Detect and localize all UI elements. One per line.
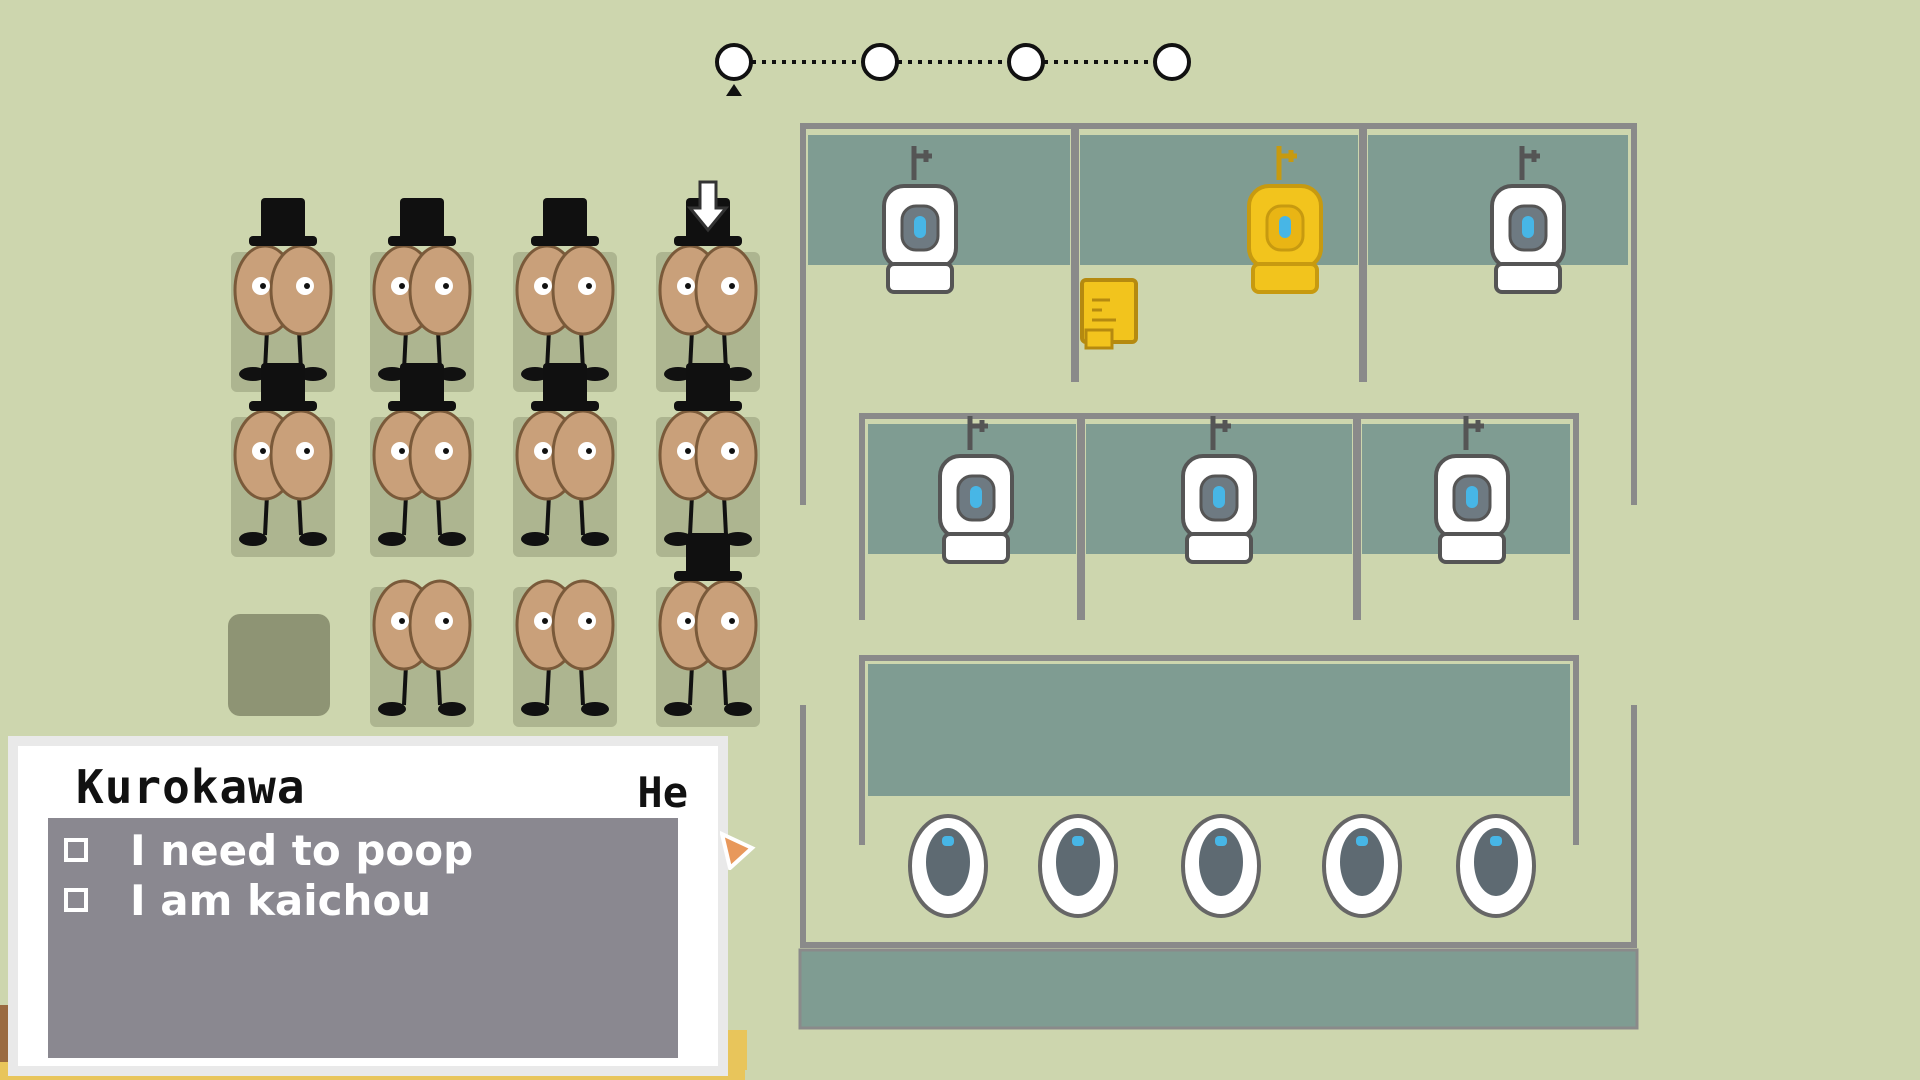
waiting-character[interactable] — [370, 363, 474, 557]
toilet-paper-icon — [1080, 278, 1138, 350]
top-hat-icon — [674, 363, 742, 411]
urinal[interactable] — [938, 416, 1014, 564]
card-tab-icon — [720, 830, 756, 870]
waiting-character[interactable] — [231, 363, 335, 557]
waiting-character[interactable] — [513, 579, 617, 727]
squat-toilet-icon[interactable] — [1038, 814, 1118, 918]
trait-label: I am kaichou — [130, 875, 432, 925]
squat-toilet-icon[interactable] — [1456, 814, 1536, 918]
top-hat-icon — [531, 198, 599, 246]
character-pronoun: He — [637, 768, 688, 817]
bottom-floor-strip — [798, 948, 1639, 1030]
empty-queue-slot[interactable] — [228, 614, 330, 716]
squat-toilet-row — [908, 814, 1536, 918]
progress-node-icon — [861, 43, 899, 81]
level-progress-track — [715, 43, 1191, 96]
urinal[interactable] — [1434, 416, 1510, 564]
squat-toilet-icon[interactable] — [1322, 814, 1402, 918]
top-hat-icon — [531, 363, 599, 411]
checkbox-icon[interactable] — [64, 888, 88, 912]
pointer-arrow-icon — [686, 180, 730, 233]
progress-node-icon — [715, 43, 753, 81]
top-hat-icon — [388, 363, 456, 411]
top-hat-icon — [249, 198, 317, 246]
checkbox-icon[interactable] — [64, 838, 88, 862]
character-card: Kurokawa He I need to poop I am kaichou — [8, 736, 728, 1076]
current-stage-marker-icon — [726, 84, 742, 96]
waiting-character[interactable] — [370, 198, 474, 392]
urinal[interactable] — [1490, 146, 1566, 294]
trait-label: I need to poop — [130, 825, 474, 875]
waiting-queue — [231, 180, 760, 727]
top-hat-icon — [674, 533, 742, 581]
waiting-character[interactable] — [231, 198, 335, 392]
waiting-character[interactable] — [656, 533, 760, 727]
progress-node-icon — [1007, 43, 1045, 81]
top-hat-icon — [388, 198, 456, 246]
waiting-character[interactable] — [370, 579, 474, 727]
waiting-character[interactable] — [656, 363, 760, 557]
restroom-frame — [800, 123, 1637, 948]
trait-item[interactable]: I am kaichou — [64, 875, 432, 925]
urinal[interactable] — [1181, 416, 1257, 564]
waiting-character[interactable] — [513, 363, 617, 557]
squat-toilet-icon[interactable] — [1181, 814, 1261, 918]
top-hat-icon — [249, 363, 317, 411]
progress-node-icon — [1153, 43, 1191, 81]
urinal[interactable] — [882, 146, 958, 294]
trait-panel: I need to poop I am kaichou — [48, 818, 678, 1058]
squat-toilet-icon[interactable] — [908, 814, 988, 918]
waiting-character[interactable] — [656, 180, 760, 392]
trait-item[interactable]: I need to poop — [64, 825, 474, 875]
waiting-character[interactable] — [513, 198, 617, 392]
urinal-occupied-gold[interactable] — [1247, 146, 1323, 294]
character-name: Kurokawa — [76, 760, 306, 814]
